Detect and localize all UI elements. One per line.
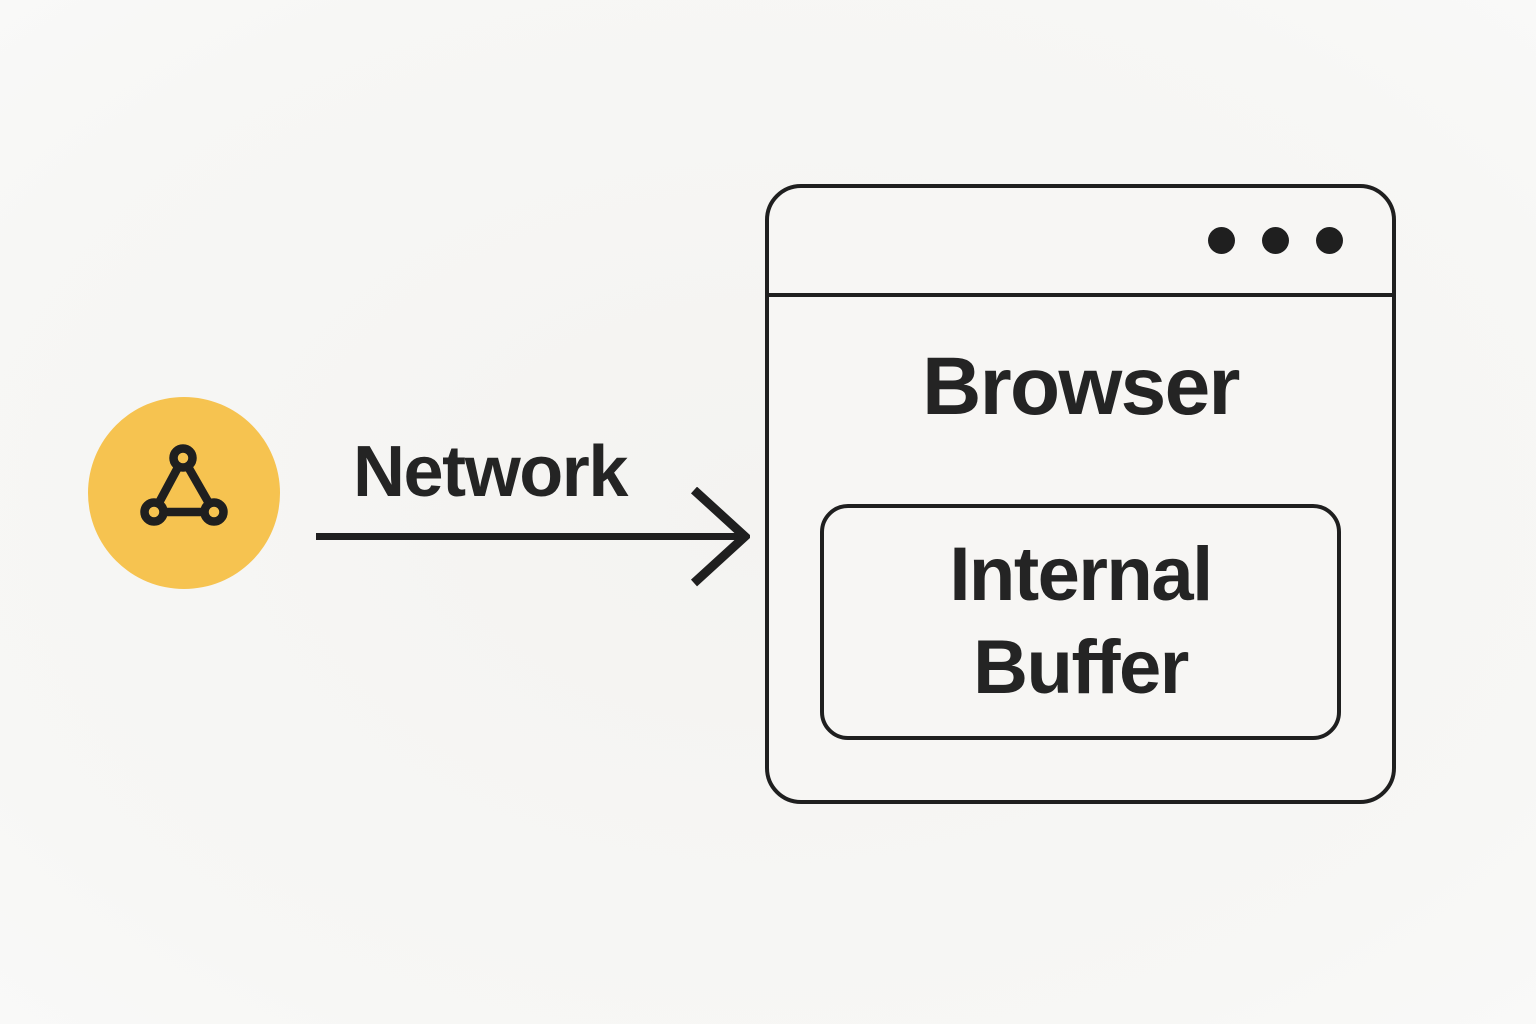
window-dot-icon xyxy=(1316,227,1343,254)
internal-buffer-label-line-1: Internal xyxy=(949,532,1213,618)
internal-buffer-label-line-2: Buffer xyxy=(973,625,1189,710)
browser-title-bar xyxy=(769,188,1392,297)
browser-window: Browser Internal Buffer xyxy=(765,184,1396,804)
arrow-right-icon xyxy=(316,487,750,587)
network-source-node xyxy=(88,397,280,589)
network-label: Network xyxy=(353,432,628,512)
network-nodes-icon xyxy=(140,444,228,526)
window-dot-icon xyxy=(1208,227,1235,254)
internal-buffer-box: Internal Buffer xyxy=(820,504,1341,740)
window-dot-icon xyxy=(1262,227,1289,254)
browser-title: Browser xyxy=(922,341,1240,432)
